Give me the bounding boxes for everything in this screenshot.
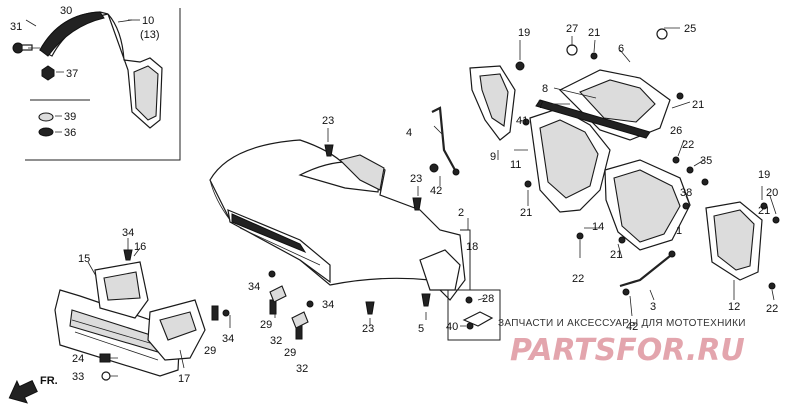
bolt-23-icons [324,144,422,315]
side-cover-part-9 [469,65,516,141]
callout-2: 2 [458,207,464,219]
callout-26: 26 [670,125,682,137]
clip-34-icon [123,249,133,261]
callout-31: 31 [10,21,22,33]
callout-24: 24 [72,353,84,365]
callout-39: 39 [64,111,76,123]
bracket-part-16 [94,261,149,319]
callout-19-a: 19 [518,27,530,39]
callout-13: (13) [140,29,160,41]
callout-40: 40 [446,321,458,333]
callout-35: 35 [700,155,712,167]
callout-18: 18 [466,241,478,253]
callout-25: 25 [684,23,696,35]
part-18-frame [447,229,501,341]
panel-part-6-7-8 [535,69,671,141]
stay-rod-part-4 [431,106,460,176]
watermark: ЗАПЧАСТИ И АКСЕССУАРЫ ДЛЯ МОТОТЕХНИКИ PA… [498,318,746,368]
grille-part-15 [54,289,181,377]
front-arrow-label: FR. [40,375,58,387]
callout-32-b: 32 [296,363,308,375]
callout-21-c: 21 [692,99,704,111]
callout-28: 28 [482,293,494,305]
callout-29-c: 29 [284,347,296,359]
watermark-caption: ЗАПЧАСТИ И АКСЕССУАРЫ ДЛЯ МОТОТЕХНИКИ [498,318,746,329]
callout-21-e: 21 [758,205,770,217]
fasteners-right-icons [515,28,780,296]
plate-part-40 [462,311,494,330]
callout-4: 4 [406,127,412,139]
callout-23-a: 23 [322,115,334,127]
callout-32-a: 32 [270,335,282,347]
callout-21-a: 21 [520,207,532,219]
bracket-part-28 [465,296,473,304]
bolt-42-icon [429,163,439,173]
washer-39-icon [38,112,54,122]
inner-panel-part-11 [529,107,611,213]
bolt-5-icon [421,293,431,307]
callout-38: 38 [680,187,692,199]
callout-21-b: 21 [588,27,600,39]
callout-42-a: 42 [430,185,442,197]
callout-16: 16 [134,241,146,253]
watermark-logo: PARTSFOR.RU [510,333,745,368]
nut-37-icon [41,65,55,81]
washer-36-icon [38,127,54,137]
bracket-part-17 [147,299,206,361]
callout-33: 33 [72,371,84,383]
callout-6: 6 [618,43,624,55]
callout-19-b: 19 [758,169,770,181]
callout-34-d: 34 [322,299,334,311]
callout-17: 17 [178,373,190,385]
callout-41: 41 [516,115,528,127]
callout-11: 11 [510,159,521,171]
callout-29-b: 29 [260,319,272,331]
callout-22-b: 22 [572,273,584,285]
callout-12: 12 [728,301,740,313]
callout-27: 27 [566,23,578,35]
clip-34b-icon [222,270,314,317]
fender-inset-frame [25,8,181,161]
callout-36: 36 [64,127,76,139]
callout-14: 14 [592,221,604,233]
callout-21-d: 21 [610,249,622,261]
callout-7: 7 [538,99,544,111]
callout-23-b: 23 [410,173,422,185]
bolt-24-icon [99,353,111,363]
clip-29-icon [211,299,303,340]
callout-9: 9 [490,151,496,163]
callout-5: 5 [418,323,424,335]
side-cover-part-12 [705,201,763,281]
stay-rod-part-3 [619,250,676,288]
callout-22-a: 22 [682,139,694,151]
callout-3: 3 [650,301,656,313]
callout-22-c: 22 [766,303,778,315]
callout-30: 30 [60,5,72,17]
callout-34-b: 34 [222,333,234,345]
callout-15: 15 [78,253,90,265]
callout-10: 10 [142,15,154,27]
front-direction-arrow: FR. [8,375,58,404]
callout-37: 37 [66,68,78,80]
fender-flap-part [39,11,163,129]
callout-34-a: 34 [122,227,134,239]
callout-1: 1 [676,225,682,237]
leader-lines [25,19,777,377]
right-panel-part-14 [604,159,691,251]
callout-23-c: 23 [362,323,374,335]
callout-34-c: 34 [248,281,260,293]
front-fender-body [209,139,466,301]
callout-labels: 30 31 10 (13) 37 39 36 34 16 15 17 24 33… [10,5,778,385]
callout-42-b: 42 [626,321,638,333]
clip-32-icon [269,285,309,329]
bolt-33-icon [101,371,111,381]
bolt-31-icon [12,42,33,54]
callout-29-a: 29 [204,345,216,357]
callout-8: 8 [542,83,548,95]
callout-20: 20 [766,187,778,199]
